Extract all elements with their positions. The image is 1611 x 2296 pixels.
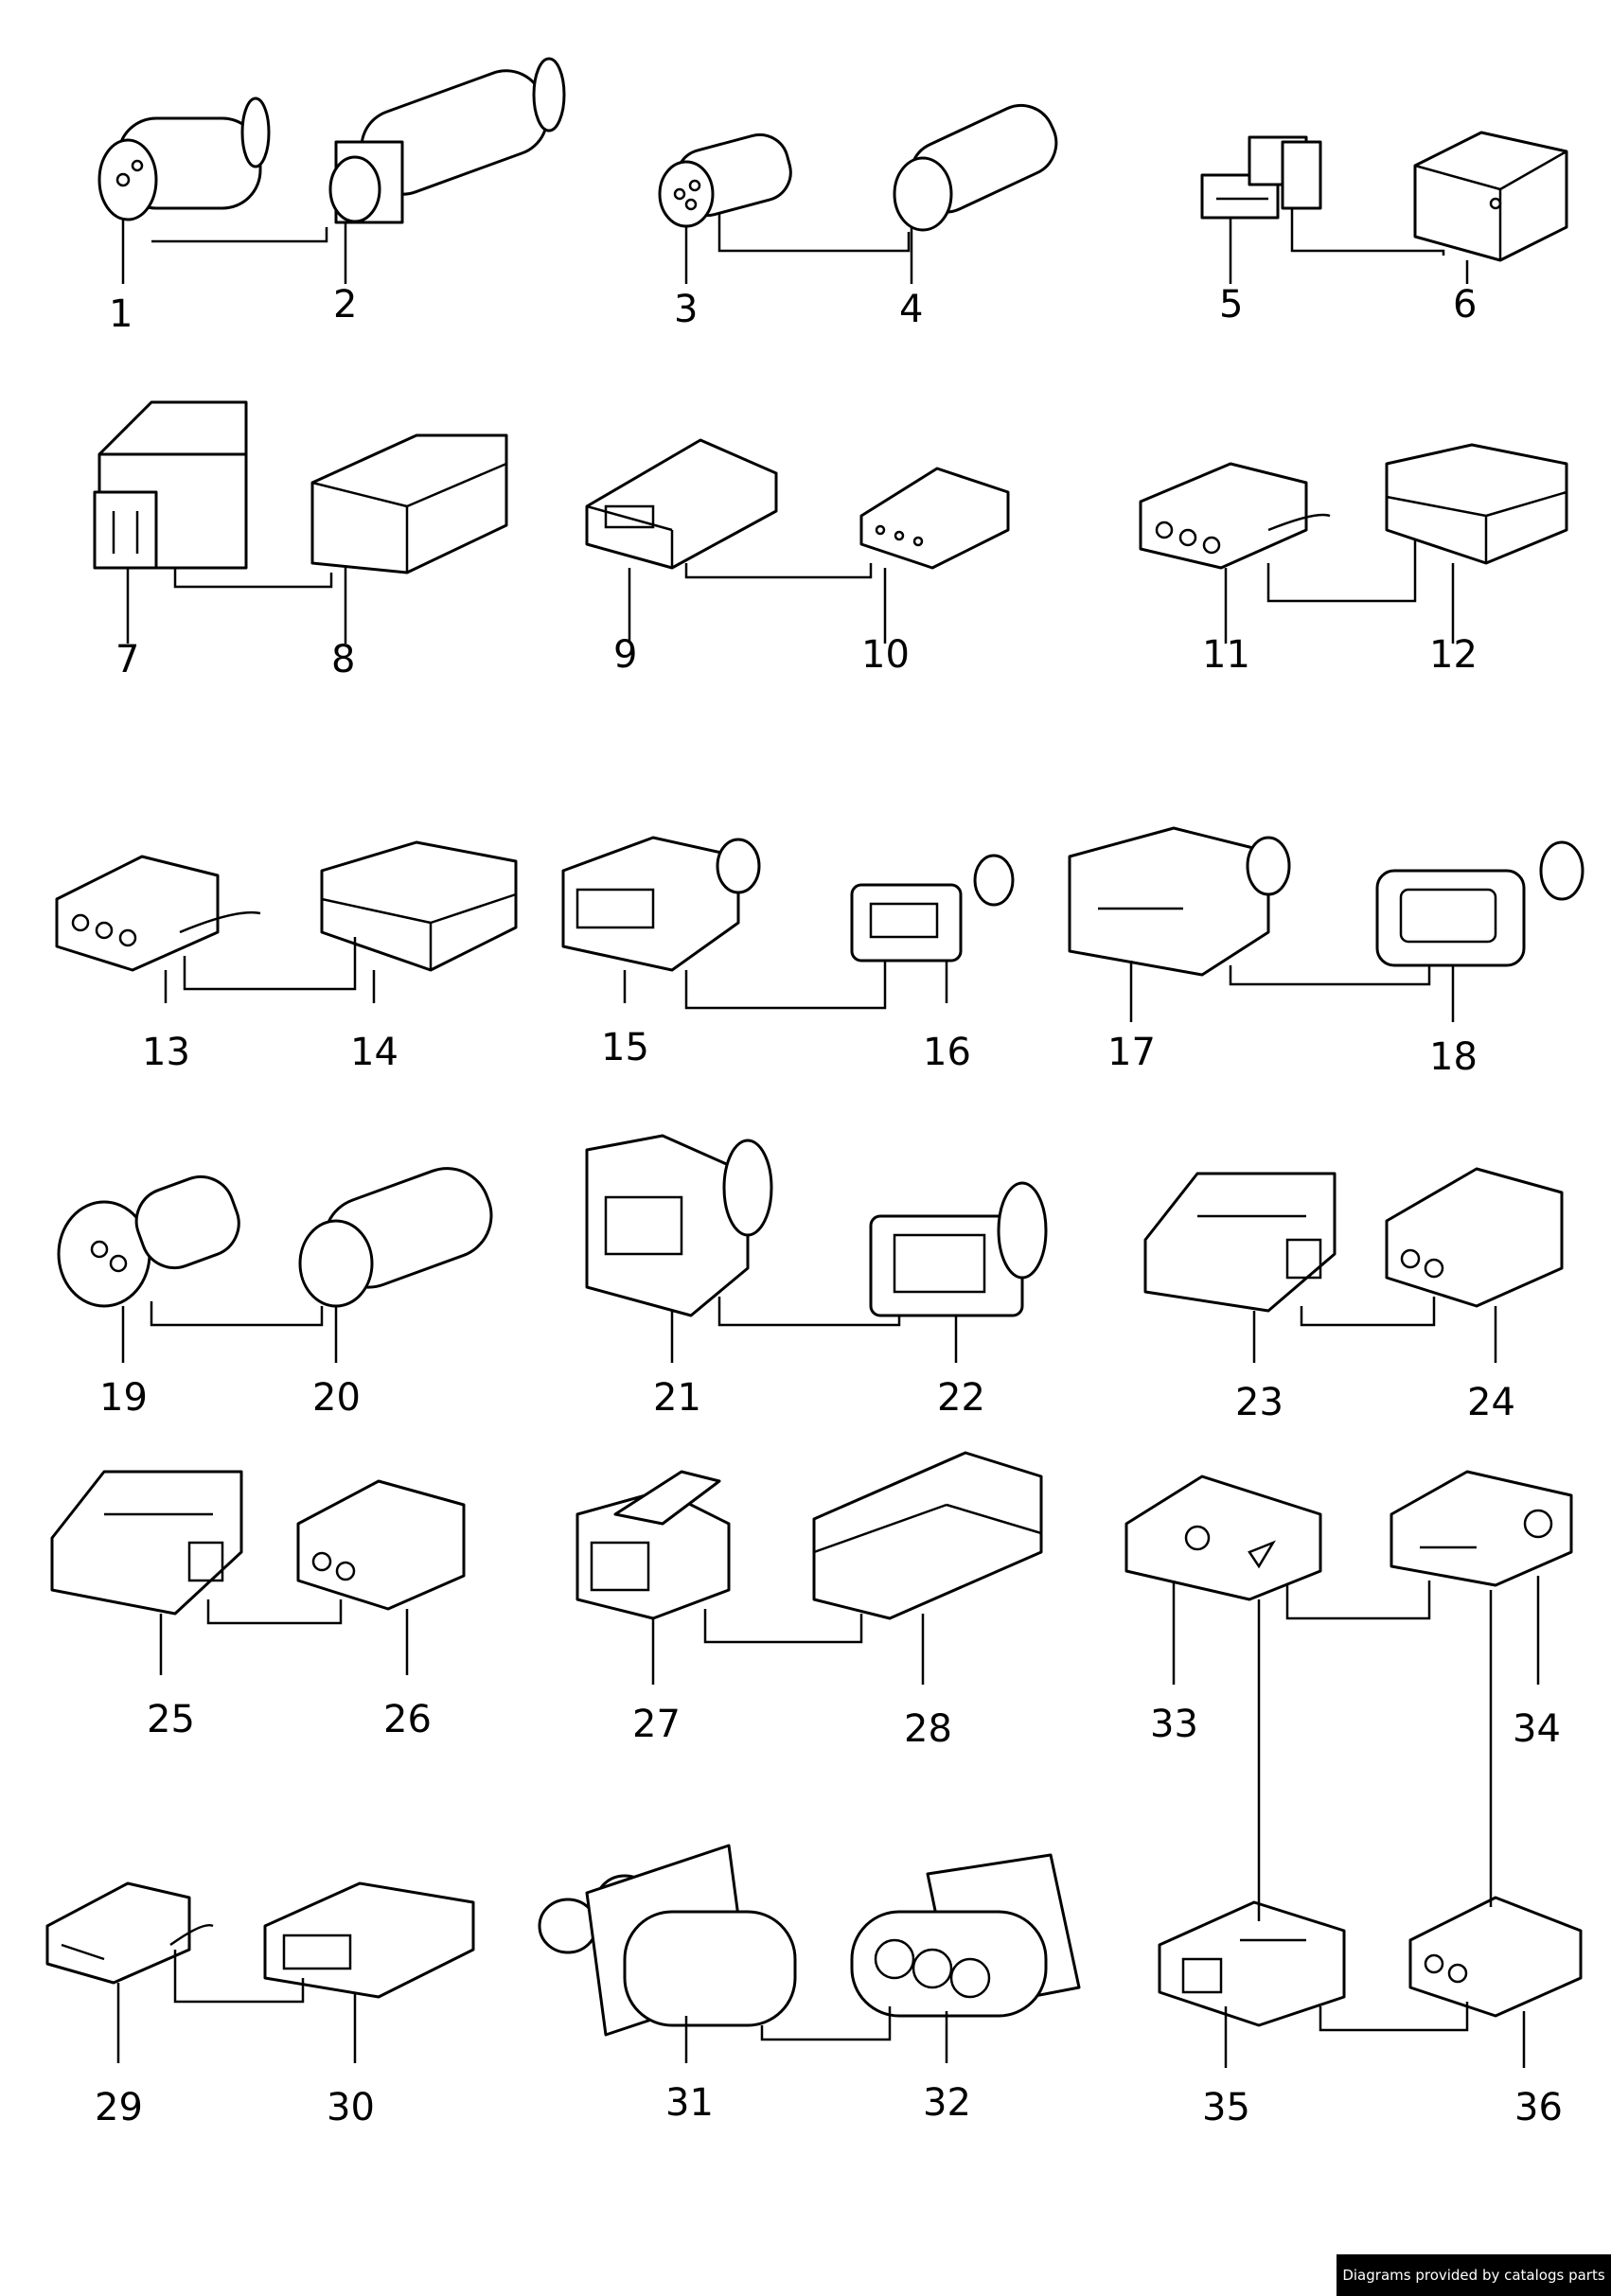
callout-12: 12 — [1429, 633, 1478, 677]
callout-34: 34 — [1513, 1707, 1561, 1751]
connector-28-drawing — [812, 1451, 1043, 1620]
callout-13: 13 — [142, 1031, 190, 1074]
connector-14-drawing — [320, 840, 518, 972]
callout-9: 9 — [613, 633, 637, 677]
connector-7-drawing — [93, 400, 248, 570]
callout-24: 24 — [1467, 1381, 1515, 1424]
callout-22: 22 — [937, 1376, 985, 1420]
callout-31: 31 — [665, 2081, 714, 2125]
connector-29-drawing — [45, 1881, 214, 1985]
connector-23-drawing — [1143, 1172, 1337, 1313]
connector-17-drawing — [1068, 826, 1291, 977]
callout-5: 5 — [1219, 283, 1243, 327]
callout-33: 33 — [1150, 1703, 1198, 1746]
callout-2: 2 — [333, 283, 357, 327]
callouts: 1 2 3 4 5 6 7 8 9 10 11 12 13 14 15 16 1… — [95, 283, 1563, 2129]
connector-3-drawing — [658, 132, 792, 228]
leader-lines — [116, 208, 1540, 2068]
connector-32-drawing — [850, 1853, 1081, 2018]
connector-24-drawing — [1385, 1167, 1564, 1308]
connector-36-drawing — [1408, 1896, 1583, 2018]
callout-7: 7 — [115, 638, 139, 681]
connector-31-drawing — [538, 1844, 797, 2037]
connector-8-drawing — [310, 433, 508, 574]
connector-27-drawing — [575, 1470, 731, 1620]
callout-11: 11 — [1202, 633, 1250, 677]
callout-35: 35 — [1202, 2086, 1250, 2129]
callout-3: 3 — [674, 288, 698, 331]
connector-35-drawing — [1158, 1900, 1346, 2027]
callout-15: 15 — [601, 1026, 649, 1069]
connector-20-drawing — [298, 1167, 493, 1308]
connector-12-drawing — [1385, 443, 1568, 565]
callout-4: 4 — [899, 288, 923, 331]
callout-23: 23 — [1235, 1381, 1283, 1424]
connector-18-drawing — [1375, 840, 1584, 967]
callout-36: 36 — [1514, 2086, 1563, 2129]
connector-11-drawing — [1139, 462, 1331, 570]
connector-4-drawing — [893, 103, 1058, 232]
callout-1: 1 — [109, 292, 133, 336]
connector-34-drawing — [1390, 1470, 1573, 1587]
callout-10: 10 — [861, 633, 910, 677]
connector-5-drawing — [1200, 135, 1322, 220]
callout-17: 17 — [1107, 1031, 1156, 1074]
connector-21-drawing — [585, 1134, 773, 1317]
callout-6: 6 — [1453, 283, 1477, 327]
connector-drawings — [45, 57, 1584, 2037]
callout-20: 20 — [312, 1376, 361, 1420]
callout-27: 27 — [632, 1703, 681, 1746]
connector-2-drawing — [328, 57, 566, 224]
connector-26-drawing — [296, 1479, 466, 1611]
callout-30: 30 — [327, 2086, 375, 2129]
connector-30-drawing — [263, 1881, 475, 1999]
connector-13-drawing — [55, 855, 261, 972]
connector-25-drawing — [50, 1470, 243, 1616]
connector-33-drawing — [1124, 1475, 1322, 1601]
callout-32: 32 — [923, 2081, 971, 2125]
callout-18: 18 — [1429, 1035, 1478, 1079]
callout-19: 19 — [99, 1376, 148, 1420]
callout-28: 28 — [904, 1707, 952, 1751]
callout-16: 16 — [923, 1031, 971, 1074]
callout-29: 29 — [95, 2086, 143, 2129]
connector-6-drawing — [1413, 131, 1568, 262]
connector-15-drawing — [561, 836, 761, 972]
connector-19-drawing — [57, 1174, 240, 1308]
connector-9-drawing — [585, 438, 778, 570]
footer-credit: Diagrams provided by catalogs parts — [1337, 2254, 1611, 2296]
connector-22-drawing — [869, 1181, 1048, 1317]
callout-21: 21 — [653, 1376, 701, 1420]
connector-1-drawing — [97, 97, 271, 221]
callout-8: 8 — [331, 638, 355, 681]
connector-16-drawing — [850, 854, 1015, 963]
callout-26: 26 — [383, 1698, 432, 1741]
callout-25: 25 — [147, 1698, 195, 1741]
connector-10-drawing — [859, 467, 1010, 570]
callout-14: 14 — [350, 1031, 398, 1074]
